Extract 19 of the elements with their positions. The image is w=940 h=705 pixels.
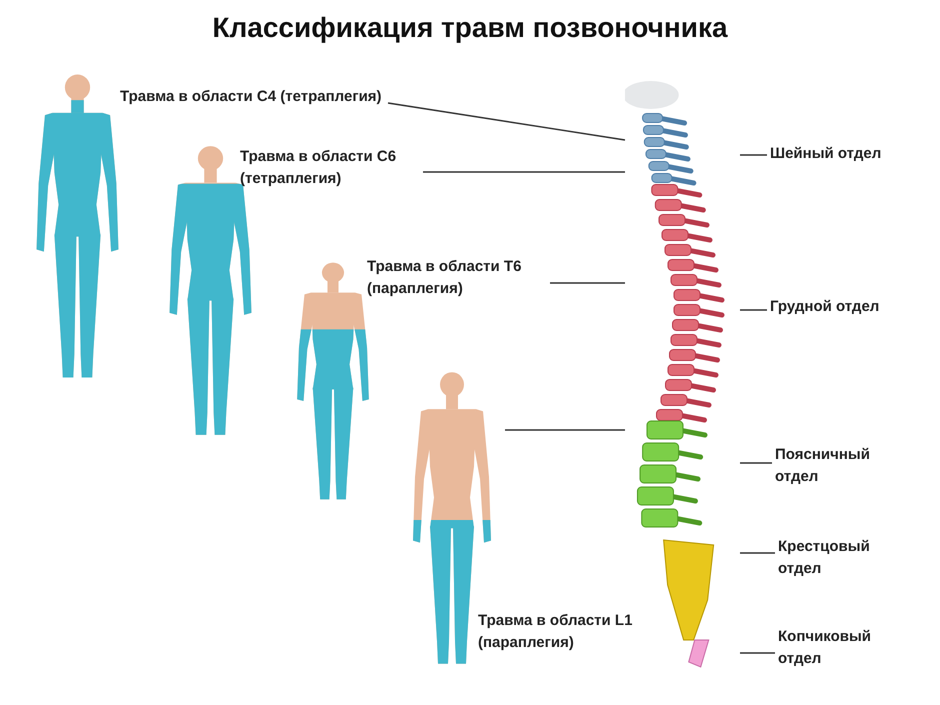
callout-label: Травма в области L1 (параплегия)	[478, 610, 658, 654]
title: Классификация травм позвоночника	[211, 12, 729, 44]
callout-label: Травма в области C6 (тетраплегия)	[240, 146, 420, 190]
leader-line	[740, 652, 775, 654]
callout-label: Грудной отдел	[770, 296, 920, 318]
leader-line	[505, 429, 625, 431]
callout-label: Крестцовый отдел	[778, 536, 903, 580]
callout-label: Копчиковый отдел	[778, 626, 903, 670]
leader-line	[740, 309, 767, 311]
callout-label: Травма в области C4 (тетраплегия)	[120, 86, 385, 108]
leader-line	[740, 552, 775, 554]
callout-label: Поясничный отдел	[775, 444, 900, 488]
leader-line	[740, 154, 767, 156]
callout-label: Травма в области T6 (параплегия)	[367, 256, 547, 300]
leader-line	[740, 462, 772, 464]
leader-line	[423, 171, 625, 173]
callout-label: Шейный отдел	[770, 143, 920, 165]
leader-line	[550, 282, 625, 284]
leader-line	[388, 102, 626, 141]
